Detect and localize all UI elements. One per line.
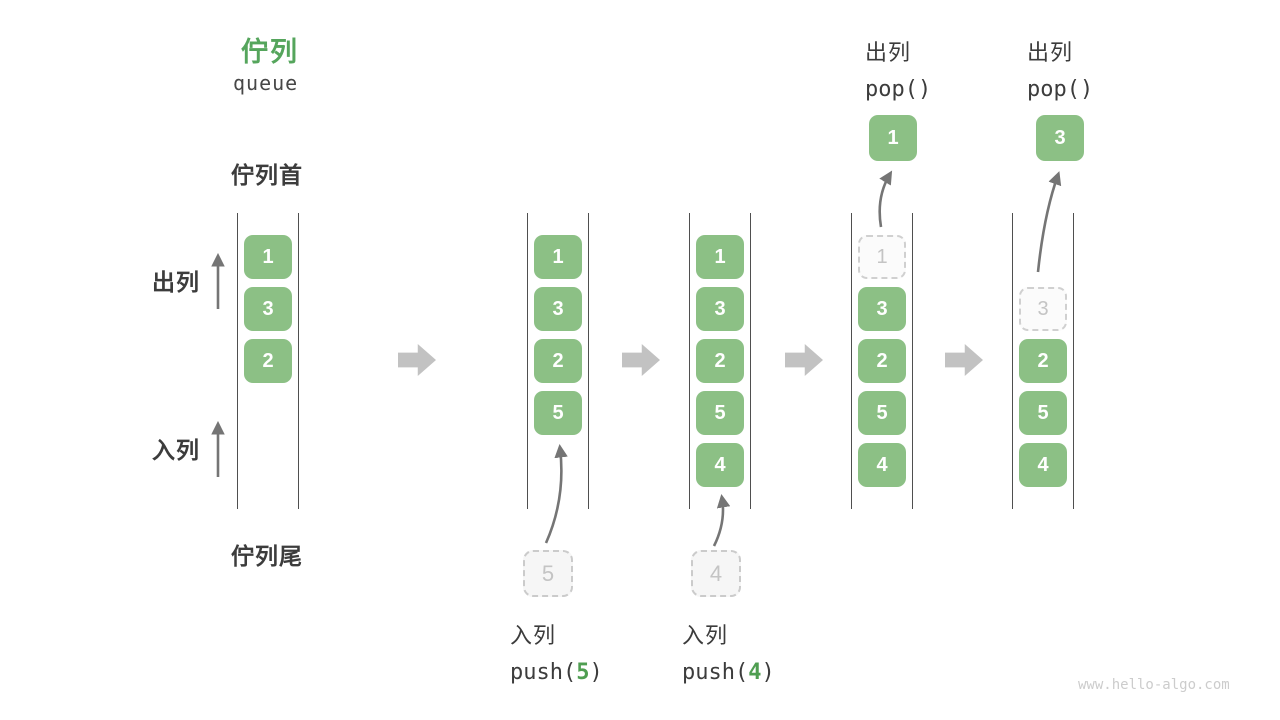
label-queue-front: 佇列首 xyxy=(231,162,303,188)
label-enqueue-side: 入列 xyxy=(152,437,200,463)
queue-channel xyxy=(237,213,299,509)
pending-element-box: 4 xyxy=(691,550,741,597)
queue-cell: 4 xyxy=(858,443,906,487)
queue-cell: 3 xyxy=(534,287,582,331)
watermark: www.hello-algo.com xyxy=(1078,677,1230,693)
queue-channel xyxy=(527,213,589,509)
operation-argument: 4 xyxy=(748,660,762,685)
queue-cell: 1 xyxy=(534,235,582,279)
dequeue-operation-label: 出列 pop() xyxy=(1027,35,1093,102)
enqueue-operation-label: 入列 push(4) xyxy=(682,618,775,685)
queue-cell: 2 xyxy=(1019,339,1067,383)
transition-arrow-icon xyxy=(622,344,660,376)
operation-name: 入列 xyxy=(682,623,729,648)
operation-code: push(4) xyxy=(682,660,775,685)
queue-cell: 3 xyxy=(696,287,744,331)
queue-cell: 4 xyxy=(1019,443,1067,487)
queue-cell: 1 xyxy=(696,235,744,279)
label-dequeue-side: 出列 xyxy=(152,269,200,295)
queue-cell: 2 xyxy=(858,339,906,383)
queue-cell: 1 xyxy=(858,235,906,279)
page-subtitle: queue xyxy=(233,71,299,95)
queue-cell: 5 xyxy=(1019,391,1067,435)
popped-element-box: 1 xyxy=(869,115,917,161)
transition-arrow-icon xyxy=(398,344,436,376)
queue-cell: 5 xyxy=(696,391,744,435)
queue-channel xyxy=(689,213,751,509)
queue-cell: 4 xyxy=(696,443,744,487)
operation-code: pop() xyxy=(865,77,932,102)
transition-arrow-icon xyxy=(785,344,823,376)
queue-channel xyxy=(1012,213,1074,509)
operation-code: push(5) xyxy=(510,660,603,685)
operation-argument: 5 xyxy=(576,660,590,685)
transition-arrow-icon xyxy=(945,344,983,376)
queue-cell: 3 xyxy=(858,287,906,331)
operation-name: 入列 xyxy=(510,623,557,648)
queue-cell: 5 xyxy=(534,391,582,435)
dequeue-operation-label: 出列 pop() xyxy=(865,35,931,102)
queue-cell: 3 xyxy=(1019,287,1067,331)
queue-cell: 5 xyxy=(858,391,906,435)
queue-cell: 1 xyxy=(244,235,292,279)
queue-channel xyxy=(851,213,913,509)
operation-name: 出列 xyxy=(1027,40,1074,65)
queue-cell: 2 xyxy=(534,339,582,383)
operation-name: 出列 xyxy=(865,40,912,65)
operation-code: pop() xyxy=(1027,77,1094,102)
queue-cell: 2 xyxy=(696,339,744,383)
queue-cell: 3 xyxy=(244,287,292,331)
label-queue-rear: 佇列尾 xyxy=(231,543,303,569)
popped-element-box: 3 xyxy=(1036,115,1084,161)
page-title: 佇列 xyxy=(241,37,299,67)
queue-cell: 2 xyxy=(244,339,292,383)
pending-element-box: 5 xyxy=(523,550,573,597)
enqueue-operation-label: 入列 push(5) xyxy=(510,618,603,685)
